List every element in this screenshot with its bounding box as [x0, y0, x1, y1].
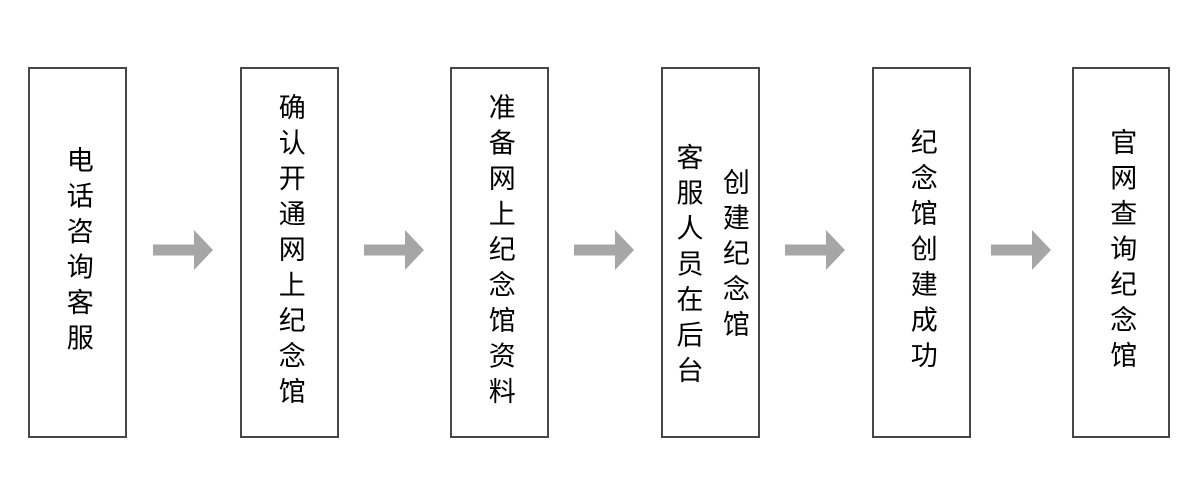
step-label-column-1: 客服人员在后台	[672, 143, 703, 392]
arrow-right-icon	[991, 230, 1051, 270]
step-label: 纪念馆创建成功	[906, 128, 937, 377]
arrow-right-icon	[153, 230, 213, 270]
step-confirm-open: 确认开通网上纪念馆	[240, 67, 339, 438]
step-label: 准备网上纪念馆资料	[484, 92, 515, 413]
step-create-success: 纪念馆创建成功	[872, 67, 971, 438]
step-official-site-query: 官网查询纪念馆	[1072, 67, 1170, 438]
arrow-right-icon	[574, 230, 634, 270]
step-label: 确认开通网上纪念馆	[274, 92, 305, 413]
step-backend-create: 客服人员在后台 创建纪念馆	[661, 67, 760, 438]
step-phone-consult: 电话咨询客服	[28, 67, 127, 438]
step-label-column-2: 创建纪念馆	[718, 167, 749, 346]
arrow-right-icon	[364, 230, 424, 270]
step-label: 电话咨询客服	[62, 146, 93, 359]
arrow-right-icon	[785, 230, 845, 270]
step-prepare-materials: 准备网上纪念馆资料	[450, 67, 549, 438]
step-label: 官网查询纪念馆	[1106, 128, 1137, 377]
